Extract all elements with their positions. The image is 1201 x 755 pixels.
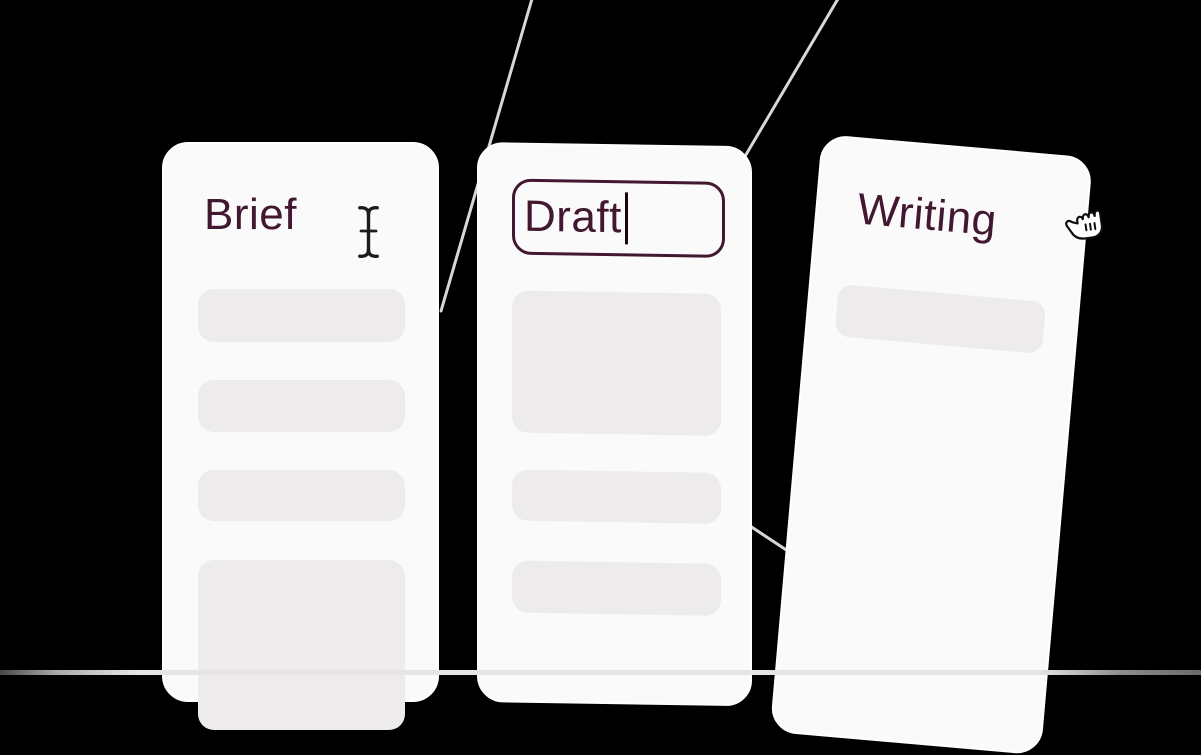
- skeleton-block: [512, 290, 721, 436]
- skeleton-block: [198, 380, 405, 432]
- card-writing-title[interactable]: Writing: [855, 184, 999, 246]
- card-brief[interactable]: Brief: [162, 142, 439, 730]
- card-writing[interactable]: Writing: [769, 134, 1093, 755]
- card-title-input[interactable]: Draft: [512, 178, 725, 258]
- text-caret: [624, 192, 628, 245]
- card-title-input-value: Draft: [524, 191, 622, 243]
- skeleton-block: [198, 470, 405, 521]
- skeleton-block: [198, 560, 405, 730]
- card-draft[interactable]: Draft: [477, 142, 752, 707]
- skeleton-block: [834, 284, 1047, 354]
- canvas-bottom-edge: [0, 670, 1201, 675]
- skeleton-block: [512, 560, 721, 616]
- skeleton-block: [512, 469, 721, 524]
- card-brief-title[interactable]: Brief: [204, 190, 297, 239]
- skeleton-block: [198, 289, 405, 342]
